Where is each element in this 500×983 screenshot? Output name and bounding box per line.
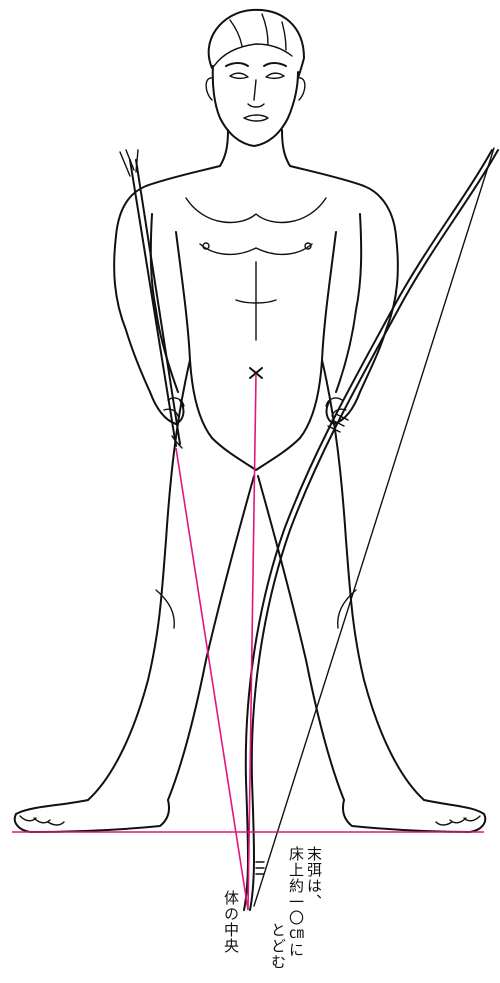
left-leg xyxy=(15,360,254,832)
bow xyxy=(244,148,498,910)
arrow-to-center-line xyxy=(176,448,248,910)
body-center-label: 体の中央 xyxy=(223,890,239,954)
head xyxy=(206,10,305,166)
bow-tip-note-line3: とどむ xyxy=(270,922,286,970)
right-leg xyxy=(258,360,485,832)
bow-tip-note-line1: 末弭は、 xyxy=(306,846,322,910)
arrows xyxy=(120,150,182,448)
bow-tip-note-line2: 床上約一〇㎝に xyxy=(288,846,304,958)
